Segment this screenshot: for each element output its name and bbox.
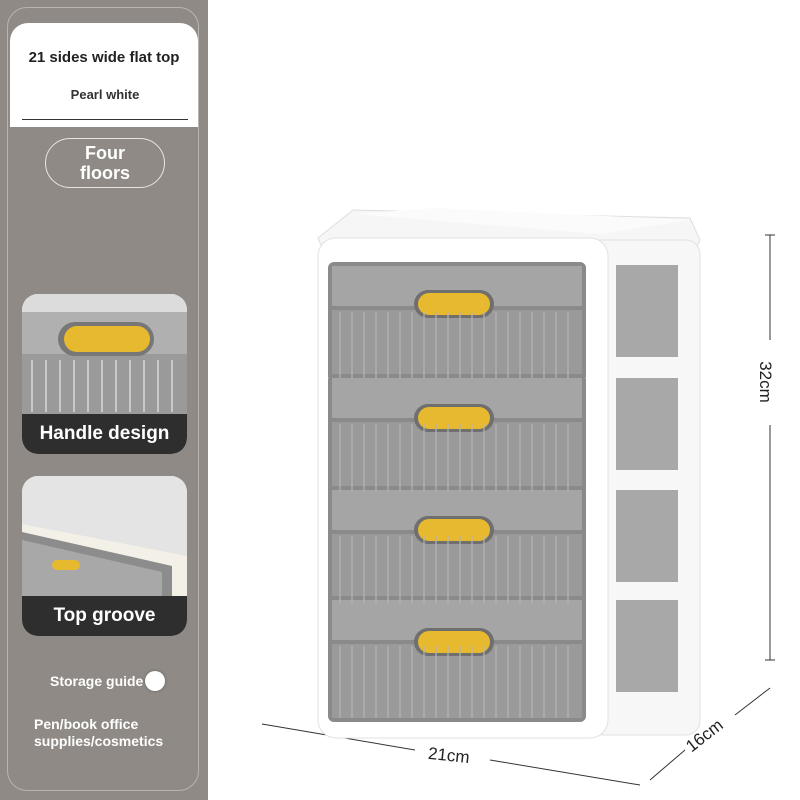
drawer-3 (328, 486, 586, 608)
variant-title: 21 sides wide flat top (28, 49, 180, 66)
drawer-2 (328, 374, 586, 496)
height-dimension: 32cm (755, 361, 775, 403)
drawer-1 (328, 262, 586, 382)
sidebar-border (7, 7, 199, 791)
tier-label: Four floors (79, 143, 130, 183)
feature-handle-design: Handle design (22, 294, 187, 454)
feature-top-groove: Top groove (22, 476, 187, 636)
feature-caption: Handle design (22, 414, 187, 454)
feature-caption: Top groove (22, 596, 187, 636)
storage-guide-dot[interactable] (145, 671, 165, 691)
color-option: Pearl white (70, 87, 140, 102)
strikethrough-line (22, 119, 188, 120)
width-dimension: 21cm (427, 743, 471, 768)
variant-card[interactable]: 21 sides wide flat top Pearl white (10, 23, 198, 127)
options-sidebar: 21 sides wide flat top Pearl white Four … (0, 0, 208, 800)
dimension-lines (261, 234, 775, 786)
storage-guide-label[interactable]: Storage guide (50, 673, 144, 689)
storage-uses-text: Pen/book office supplies/cosmetics (34, 716, 164, 749)
tier-option-button[interactable]: Four floors (45, 138, 165, 188)
drawer-4 (328, 596, 586, 722)
